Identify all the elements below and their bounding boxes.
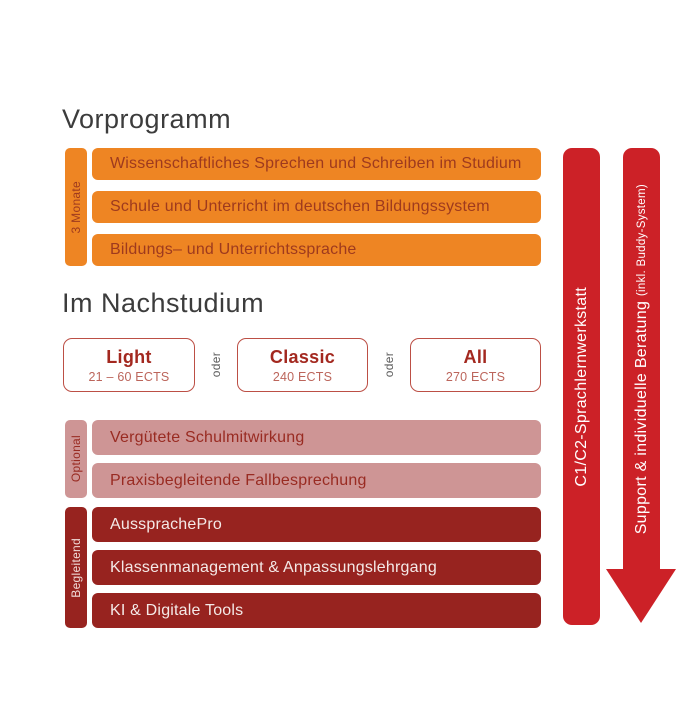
bar-support-note-text: (inkl. Buddy-System) (635, 183, 648, 296)
side-label-begleitend: Begleitend (65, 507, 87, 628)
side-label-optional-text: Optional (69, 435, 83, 483)
option-light-ects: 21 – 60 ECTS (88, 369, 170, 384)
side-label-3-monate-text: 3 Monate (69, 180, 83, 234)
optional-row-2: Praxisbegleitende Fallbesprechung (92, 463, 541, 498)
side-label-begleitend-text: Begleitend (69, 537, 83, 598)
option-classic-name: Classic (269, 346, 336, 367)
heading-vorprogramm: Vorprogramm (62, 104, 232, 134)
bar-support-main-text: Support & individuelle Beratung (632, 300, 650, 535)
bar-sprachlernwerkstatt-label: C1/C2-Sprachlernwerkstatt (572, 286, 590, 487)
vorprogramm-row-1: Wissenschaftliches Sprechen und Schreibe… (92, 148, 541, 180)
heading-nachstudium: Im Nachstudium (62, 288, 265, 318)
begleitend-row-3-label: KI & Digitale Tools (110, 601, 244, 619)
option-all-ects: 270 ECTS (445, 369, 506, 384)
vorprogramm-row-3: Bildungs– und Unterrichtssprache (92, 234, 541, 266)
vorprogramm-row-1-label: Wissenschaftliches Sprechen und Schreibe… (110, 155, 522, 172)
begleitend-row-1-label: AussprachePro (110, 515, 222, 533)
bar-support-label: Support & individuelle Beratung (inkl. B… (633, 184, 651, 534)
option-box-classic: Classic 240 ECTS (237, 338, 368, 392)
optional-row-1: Vergütete Schulmitwirkung (92, 420, 541, 455)
option-light-name: Light (106, 346, 152, 367)
begleitend-row-2-label: Klassenmanagement & Anpassungslehrgang (110, 558, 437, 576)
option-box-light: Light 21 – 60 ECTS (63, 338, 195, 392)
support-arrow-head-icon (606, 569, 676, 623)
oder-separator-1: oder (195, 338, 237, 392)
oder-separator-2: oder (368, 338, 410, 392)
vorprogramm-row-3-label: Bildungs– und Unterrichtssprache (110, 241, 357, 258)
side-label-optional: Optional (65, 420, 87, 498)
begleitend-row-2: Klassenmanagement & Anpassungslehrgang (92, 550, 541, 585)
oder-separator-2-text: oder (382, 352, 396, 378)
side-label-3-monate: 3 Monate (65, 148, 87, 266)
begleitend-row-3: KI & Digitale Tools (92, 593, 541, 628)
begleitend-row-1: AussprachePro (92, 507, 541, 542)
bar-sprachlernwerkstatt: C1/C2-Sprachlernwerkstatt (563, 148, 600, 625)
optional-row-2-label: Praxisbegleitende Fallbesprechung (110, 471, 367, 489)
vorprogramm-row-2: Schule und Unterricht im deutschen Bildu… (92, 191, 541, 223)
bar-support-shaft: Support & individuelle Beratung (inkl. B… (623, 148, 660, 570)
vorprogramm-row-2-label: Schule und Unterricht im deutschen Bildu… (110, 198, 490, 215)
oder-separator-1-text: oder (209, 352, 223, 378)
option-box-all: All 270 ECTS (410, 338, 541, 392)
option-classic-ects: 240 ECTS (272, 369, 333, 384)
option-all-name: All (463, 346, 488, 367)
optional-row-1-label: Vergütete Schulmitwirkung (110, 428, 305, 446)
